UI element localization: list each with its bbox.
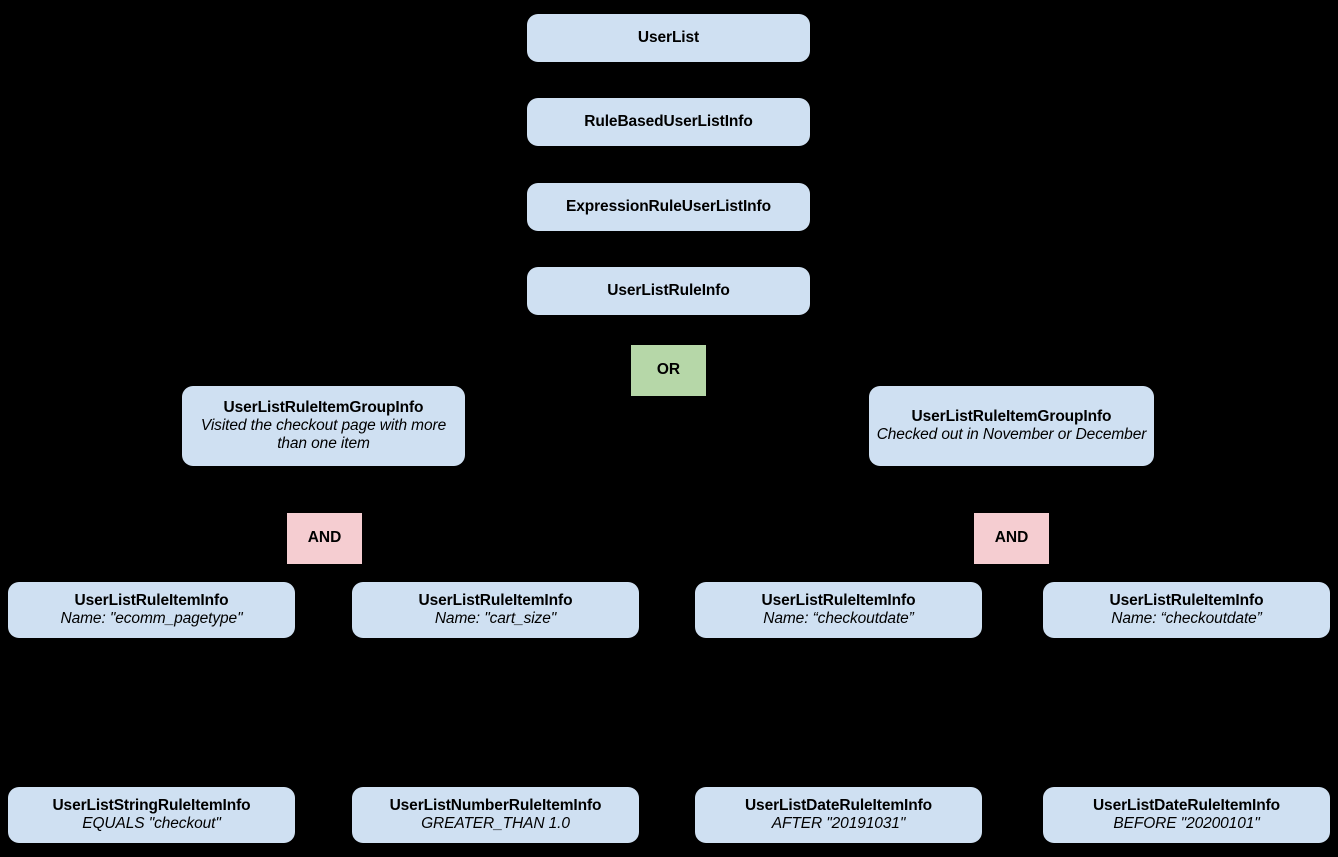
node-title: UserListStringRuleItemInfo (52, 796, 251, 814)
node-expression-rule-user-list-info[interactable]: ExpressionRuleUserListInfo (527, 183, 810, 231)
node-subtitle: BEFORE "20200101" (1113, 815, 1260, 832)
node-title: UserListNumberRuleItemInfo (389, 796, 602, 814)
node-subtitle: Name: "cart_size" (434, 610, 557, 627)
node-title: UserListRuleItemGroupInfo (911, 407, 1112, 425)
node-title: UserListRuleItemInfo (74, 591, 229, 609)
node-user-list[interactable]: UserList (527, 14, 810, 62)
operator-label: OR (656, 361, 681, 379)
node-rule-item-info-checkoutdate-after[interactable]: UserListRuleItemInfo Name: “checkoutdate… (695, 582, 982, 638)
node-subtitle: Visited the checkout page with more than… (200, 416, 447, 453)
node-subtitle: EQUALS "checkout" (82, 815, 221, 832)
node-title: UserListRuleItemInfo (761, 591, 916, 609)
node-subtitle: GREATER_THAN 1.0 (421, 815, 570, 832)
node-date-rule-item-info-before[interactable]: UserListDateRuleItemInfo BEFORE "2020010… (1043, 787, 1330, 843)
operator-label: AND (994, 529, 1029, 547)
node-title: UserListRuleItemInfo (1109, 591, 1264, 609)
node-title: UserList (637, 28, 700, 46)
node-title: UserListRuleInfo (607, 281, 730, 299)
node-rule-item-info-ecomm-pagetype[interactable]: UserListRuleItemInfo Name: "ecomm_pagety… (8, 582, 295, 638)
node-user-list-rule-info[interactable]: UserListRuleInfo (527, 267, 810, 315)
node-title: UserListDateRuleItemInfo (744, 796, 933, 814)
node-title: UserListRuleItemGroupInfo (223, 398, 424, 416)
node-rule-item-info-checkoutdate-before[interactable]: UserListRuleItemInfo Name: “checkoutdate… (1043, 582, 1330, 638)
operator-label: AND (307, 529, 342, 547)
node-date-rule-item-info-after[interactable]: UserListDateRuleItemInfo AFTER "20191031… (695, 787, 982, 843)
node-rule-item-group-left[interactable]: UserListRuleItemGroupInfo Visited the ch… (182, 386, 465, 466)
node-rule-item-group-right[interactable]: UserListRuleItemGroupInfo Checked out in… (869, 386, 1154, 466)
node-subtitle: AFTER "20191031" (771, 815, 906, 832)
node-title: UserListDateRuleItemInfo (1092, 796, 1281, 814)
node-rule-based-user-list-info[interactable]: RuleBasedUserListInfo (527, 98, 810, 146)
node-title: RuleBasedUserListInfo (584, 112, 753, 130)
node-string-rule-item-info[interactable]: UserListStringRuleItemInfo EQUALS "check… (8, 787, 295, 843)
node-subtitle: Checked out in November or December (876, 426, 1147, 443)
node-and-operator-right[interactable]: AND (974, 513, 1049, 564)
node-or-operator[interactable]: OR (631, 345, 706, 396)
node-title: UserListRuleItemInfo (418, 591, 573, 609)
node-title: ExpressionRuleUserListInfo (566, 197, 771, 215)
node-subtitle: Name: "ecomm_pagetype" (60, 610, 243, 627)
node-subtitle: Name: “checkoutdate” (763, 610, 914, 627)
node-number-rule-item-info[interactable]: UserListNumberRuleItemInfo GREATER_THAN … (352, 787, 639, 843)
node-and-operator-left[interactable]: AND (287, 513, 362, 564)
node-rule-item-info-cart-size[interactable]: UserListRuleItemInfo Name: "cart_size" (352, 582, 639, 638)
node-subtitle: Name: “checkoutdate” (1111, 610, 1262, 627)
